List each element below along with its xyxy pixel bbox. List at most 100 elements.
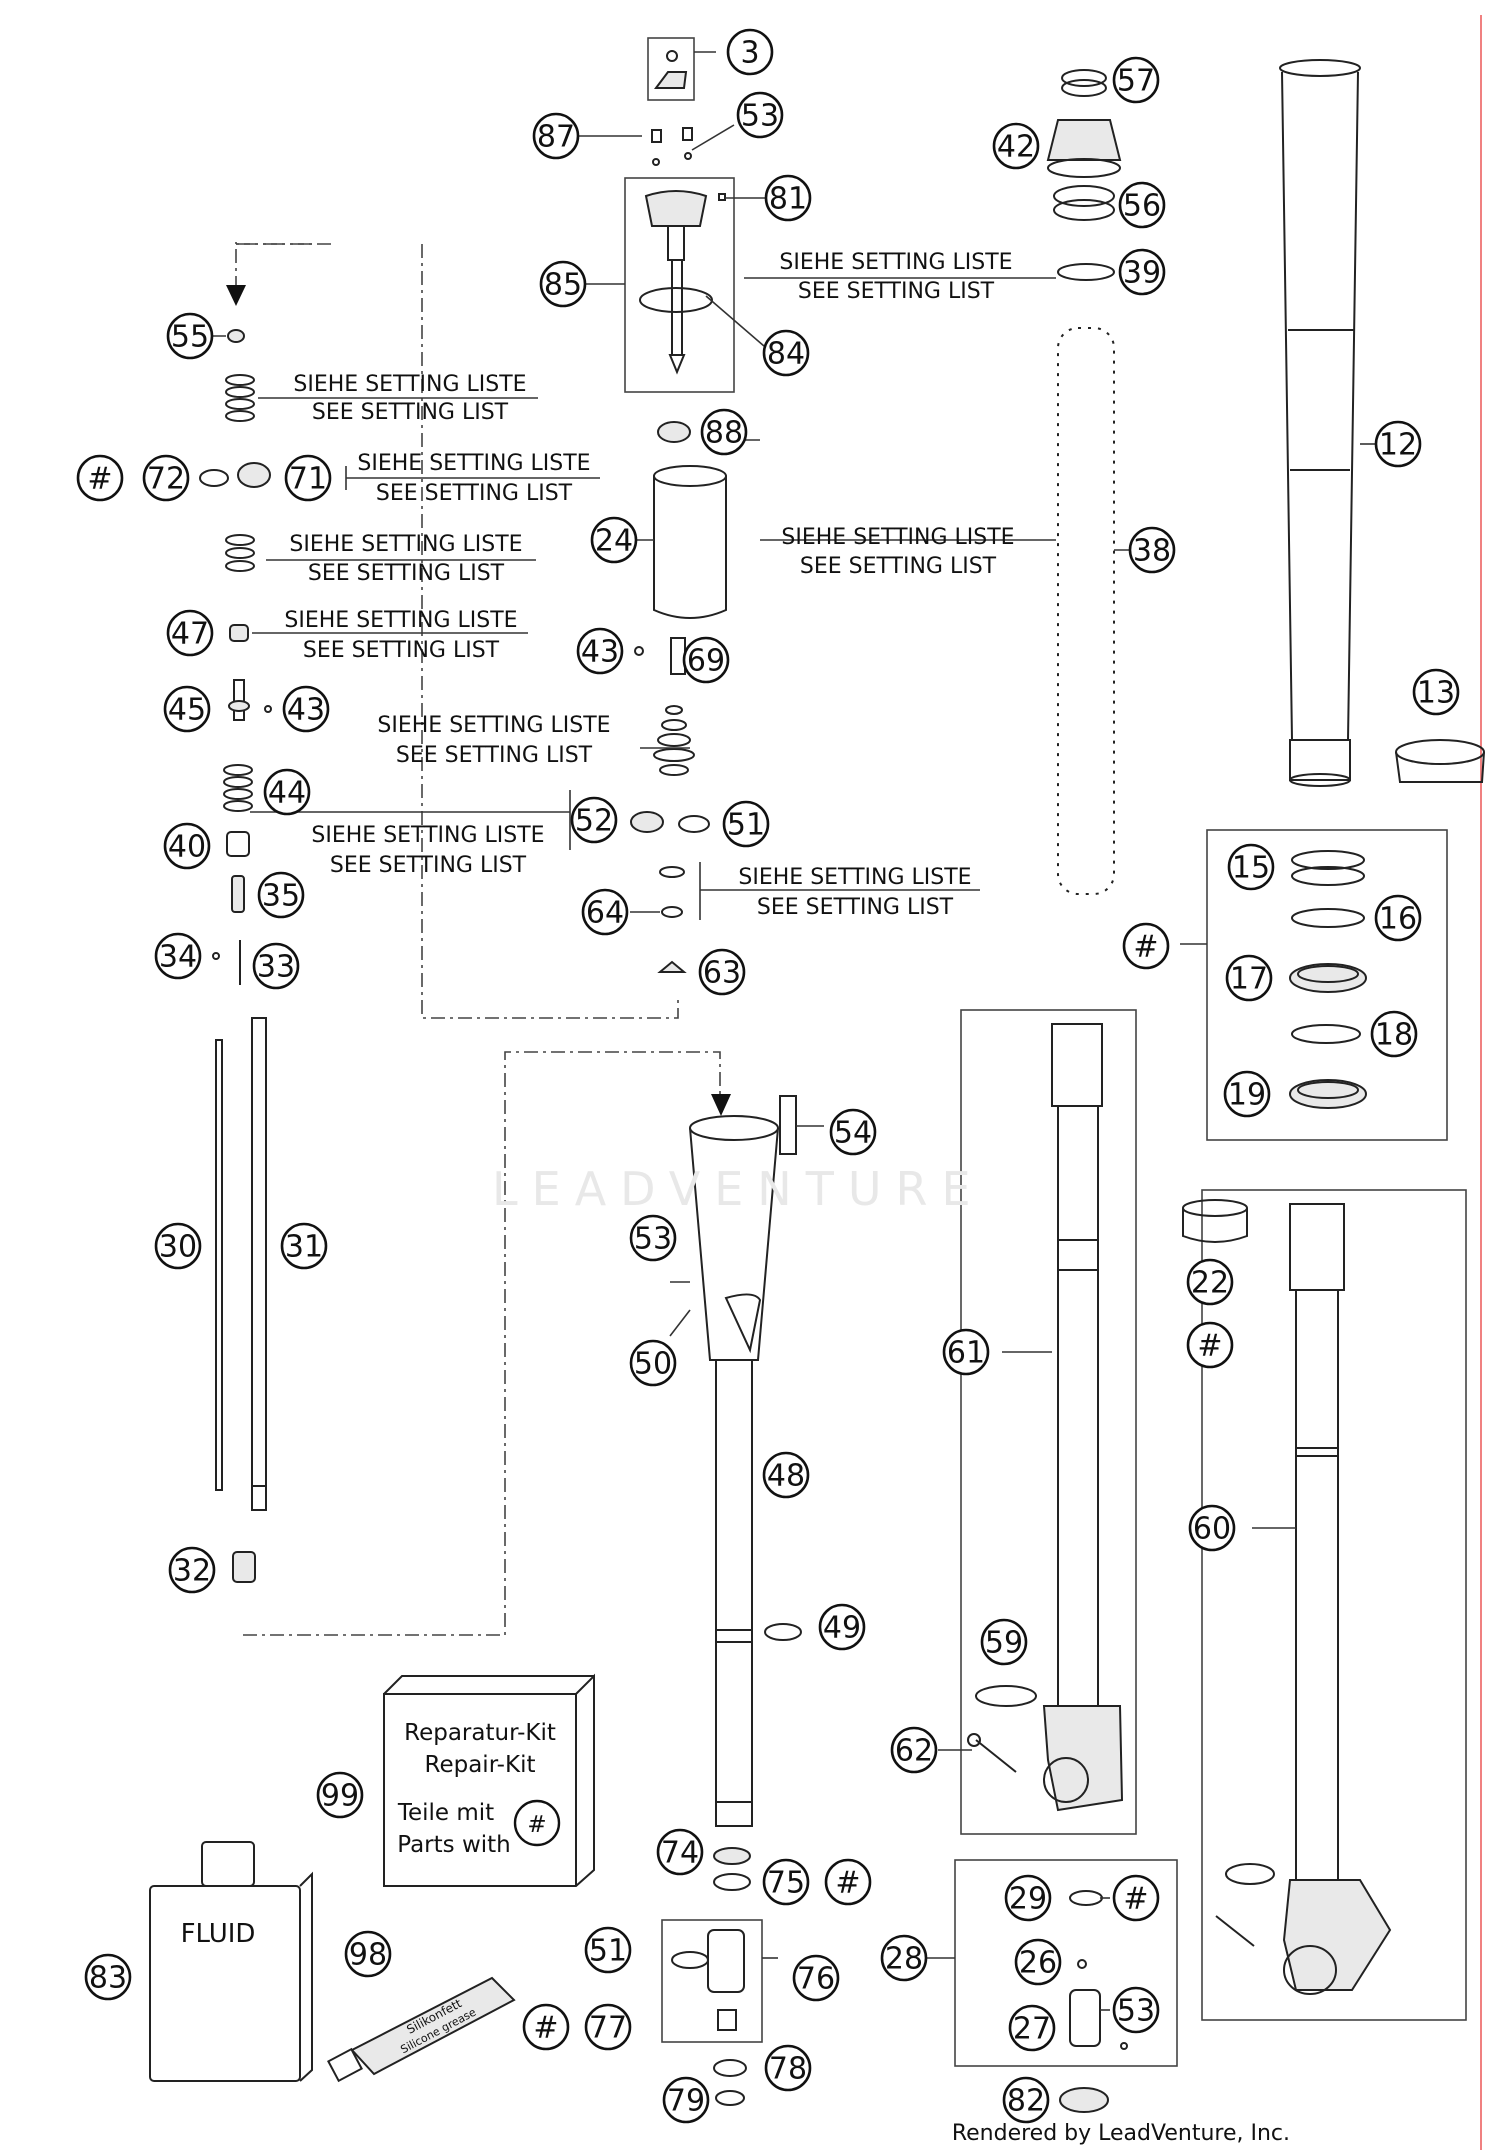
callout-label: 51	[589, 1934, 627, 1969]
fluid-bottle: FLUID	[149, 1841, 313, 2082]
setting-note-3: SIEHE SETTING LISTE SEE SETTING LIST	[289, 532, 522, 586]
part-26-ball	[1077, 1959, 1087, 1969]
callout-53-70: 53	[1112, 1986, 1160, 2034]
silicone-grease-tube: Silikonfett Silicone grease	[327, 1976, 516, 2083]
callout-label: 3	[740, 36, 759, 71]
callout-59-51: 59	[980, 1618, 1028, 1666]
setting-note-6-en: SEE SETTING LIST	[330, 853, 527, 878]
callout-82-71: 82	[1002, 2076, 1050, 2124]
part-39-washer	[1057, 263, 1115, 281]
part-74-75-bushings	[713, 1847, 751, 1891]
setting-note-1: SIEHE SETTING LISTE SEE SETTING LIST	[293, 372, 526, 425]
setting-note-2-de: SIEHE SETTING LISTE	[357, 451, 590, 476]
callout-label: 48	[767, 1459, 805, 1494]
callout-18-39: 18	[1370, 1010, 1418, 1058]
callout-35-15: 35	[257, 871, 305, 919]
callout-3-0: 3	[726, 28, 774, 76]
callout-62-52: 62	[890, 1726, 938, 1774]
part-40-sleeve	[226, 831, 250, 857]
callout-label: 54	[834, 1116, 872, 1151]
setting-note-1-en: SEE SETTING LIST	[312, 400, 509, 425]
callout-label: 72	[147, 462, 185, 497]
callout-43-12: 43	[282, 685, 330, 733]
callout-71-9: 71	[284, 454, 332, 502]
callout-12-34: 12	[1374, 420, 1422, 468]
callout-label: 31	[285, 1230, 323, 1265]
callout-label: 38	[1133, 534, 1171, 569]
callout-32-20: 32	[168, 1546, 216, 1594]
callout-label: 77	[589, 2011, 627, 2046]
callout-label: 28	[885, 1942, 923, 1977]
callout-48-45: 48	[762, 1451, 810, 1499]
callout-28-65: 28	[880, 1934, 928, 1982]
callout-76-58: 76	[792, 1954, 840, 2002]
setting-note-4-en: SEE SETTING LIST	[303, 638, 500, 663]
callout-55-6: 55	[166, 312, 214, 360]
callout-label: 75	[767, 1866, 805, 1901]
callout-85-4: 85	[539, 260, 587, 308]
part-63-cup	[657, 960, 687, 973]
group-box-60	[1201, 1189, 1467, 2021]
callout-label: 26	[1019, 1946, 1057, 1981]
callout-kit-symbol-41: #	[1122, 922, 1170, 970]
group-box-85	[624, 177, 735, 393]
group-box-3	[647, 37, 695, 101]
callout-label: 42	[997, 130, 1035, 165]
callout-84-5: 84	[762, 329, 810, 377]
part-31-tube	[251, 1017, 267, 1511]
dashed-assembly-line-left	[235, 243, 679, 1019]
callout-label: 55	[171, 320, 209, 355]
part-49-oring	[764, 1623, 802, 1641]
callout-label: 84	[767, 337, 805, 372]
setting-note-6-de: SIEHE SETTING LISTE	[311, 823, 544, 848]
part-54-screws	[779, 1095, 797, 1155]
callout-label: 98	[349, 1938, 387, 1973]
callout-label: 81	[769, 182, 807, 217]
setting-note-7-de: SIEHE SETTING LISTE	[738, 865, 971, 890]
part-shim-stack-2	[225, 534, 255, 572]
callout-61-47: 61	[942, 1328, 990, 1376]
callout-label: #	[1123, 1882, 1148, 1917]
callout-kit-symbol-67: #	[1112, 1874, 1160, 1922]
part-56-bushing	[1053, 185, 1115, 221]
callout-label: 64	[586, 896, 624, 931]
part-42-housing	[1046, 119, 1122, 178]
setting-note-4-de: SIEHE SETTING LISTE	[284, 608, 517, 633]
callout-40-14: 40	[163, 822, 211, 870]
callout-64-27: 64	[581, 888, 629, 936]
callout-kit-symbol-7: #	[76, 454, 124, 502]
callout-label: 82	[1007, 2084, 1045, 2119]
callout-34-16: 34	[154, 932, 202, 980]
part-29-oring	[1069, 1890, 1103, 1906]
assembly-arrow-top	[226, 285, 246, 306]
callout-label: 76	[797, 1962, 835, 1997]
callout-26-68: 26	[1014, 1938, 1062, 1986]
callout-45-11: 45	[163, 685, 211, 733]
callout-44-13: 44	[263, 768, 311, 816]
setting-note-3-de: SIEHE SETTING LISTE	[289, 532, 522, 557]
setting-note-4: SIEHE SETTING LISTE SEE SETTING LIST	[284, 608, 517, 663]
part-61-inner-tube	[1042, 1023, 1124, 1812]
setting-note-9-en: SEE SETTING LIST	[800, 554, 997, 579]
callout-54-42: 54	[829, 1108, 877, 1156]
callout-77-60: 77	[584, 2003, 632, 2051]
callout-69-24: 69	[682, 636, 730, 684]
callout-53-43: 53	[629, 1214, 677, 1262]
callout-label: 53	[741, 99, 779, 134]
part-71-piston	[237, 462, 271, 488]
callout-label: 13	[1417, 676, 1455, 711]
callout-label: 15	[1232, 851, 1270, 886]
callout-kit-symbol-56: #	[824, 1858, 872, 1906]
part-64-washers	[659, 866, 685, 918]
setting-note-5: SIEHE SETTING LISTE SEE SETTING LIST	[377, 713, 610, 768]
callout-label: 69	[687, 644, 725, 679]
callout-label: #	[1133, 930, 1158, 965]
callout-label: 22	[1191, 1266, 1229, 1301]
callout-label: 60	[1193, 1512, 1231, 1547]
setting-note-7: SIEHE SETTING LISTE SEE SETTING LIST	[738, 865, 971, 920]
callout-label: 71	[289, 462, 327, 497]
callout-49-46: 49	[818, 1603, 866, 1651]
callout-51-26: 51	[722, 800, 770, 848]
callout-label: 61	[947, 1336, 985, 1371]
